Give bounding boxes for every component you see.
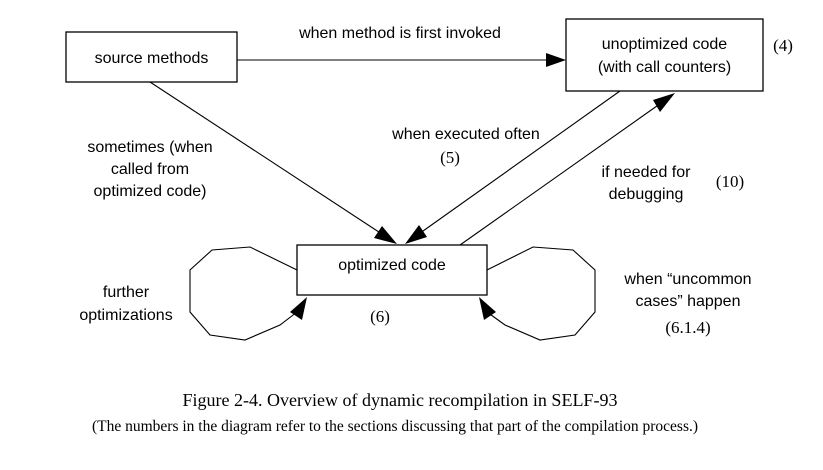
first-invoke-arrowhead xyxy=(546,53,566,67)
further-optimizations-arrowhead xyxy=(290,297,307,320)
first-invoked-label: when method is first invoked xyxy=(298,25,501,42)
executed-often-label: when executed often xyxy=(391,126,540,143)
further-optimizations-loop xyxy=(189,246,298,341)
sometimes-label-line2: called from xyxy=(111,161,189,178)
uncommon-cases-section-ref: (6.1.4) xyxy=(665,318,710,337)
debugging-arrowhead xyxy=(653,93,675,112)
debugging-label-line1: if needed for xyxy=(602,164,692,181)
sometimes-arrowhead xyxy=(374,226,397,244)
executed-often-arrow-line xyxy=(415,90,621,237)
optimized-section-ref: (6) xyxy=(370,307,390,326)
figure-caption-note: (The numbers in the diagram refer to the… xyxy=(92,418,698,435)
sometimes-arrow-line xyxy=(149,81,386,237)
further-optimizations-label-line1: further xyxy=(103,284,150,301)
uncommon-cases-label-line2: cases” happen xyxy=(636,293,741,310)
debugging-section-ref: (10) xyxy=(716,172,744,191)
debugging-label-line2: debugging xyxy=(609,186,684,203)
sometimes-label-line3: optimized code) xyxy=(94,183,207,200)
debugging-arrow-line xyxy=(459,100,665,246)
source-methods-label: source methods xyxy=(95,50,209,67)
uncommon-cases-arrowhead xyxy=(479,297,496,320)
unoptimized-code-sublabel: (with call counters) xyxy=(598,59,731,76)
optimized-code-box xyxy=(296,244,488,296)
source-methods-box xyxy=(65,31,238,83)
optimized-code-label: optimized code xyxy=(338,257,446,274)
uncommon-cases-loop xyxy=(486,246,596,341)
sometimes-label-line1: sometimes (when xyxy=(87,139,212,156)
unoptimized-code-box xyxy=(565,18,764,92)
further-optimizations-label-line2: optimizations xyxy=(79,307,172,324)
figure-caption-title: Figure 2-4. Overview of dynamic recompil… xyxy=(183,390,618,410)
unoptimized-code-label: unoptimized code xyxy=(602,36,728,53)
executed-often-arrowhead xyxy=(405,225,427,244)
executed-often-section-ref: (5) xyxy=(440,148,460,167)
uncommon-cases-label-line1: when “uncommon xyxy=(623,271,751,288)
unoptimized-section-ref: (4) xyxy=(773,36,793,55)
